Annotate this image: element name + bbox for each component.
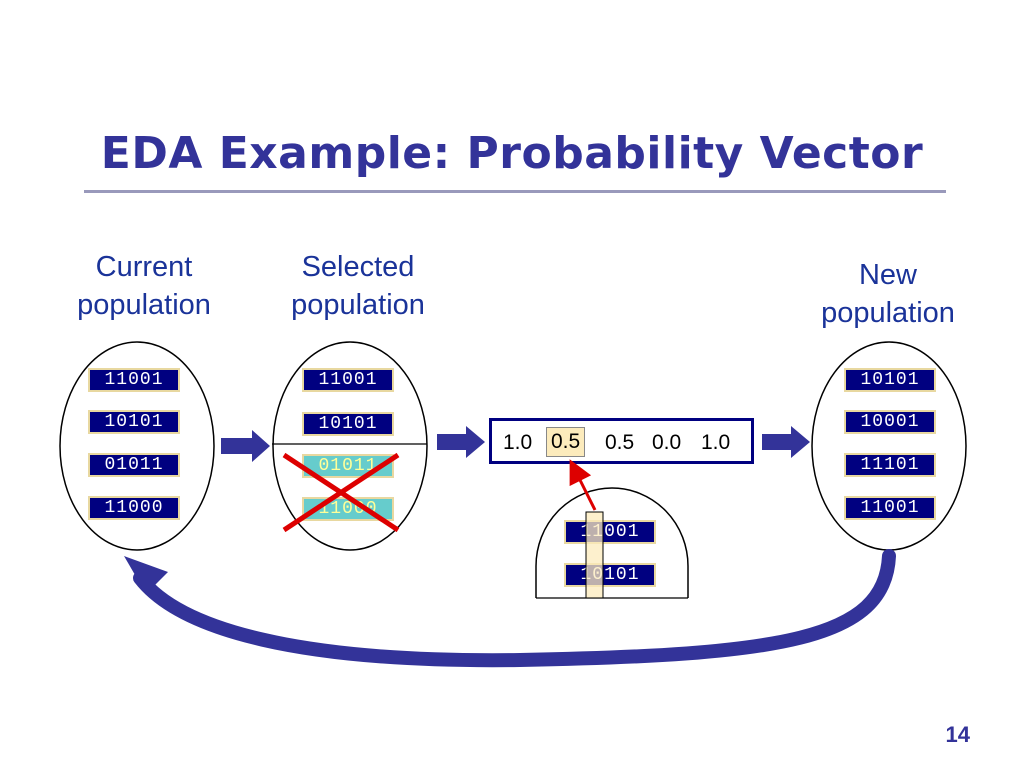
probability-value-highlighted: 0.5 bbox=[546, 427, 586, 457]
current-chromosome: 11000 bbox=[88, 496, 180, 520]
return-arrow bbox=[133, 549, 896, 668]
selected-population-label: Selected population bbox=[291, 251, 425, 321]
new-chromosome: 10001 bbox=[844, 410, 936, 434]
selected-chromosome: 11001 bbox=[302, 368, 394, 392]
current-chromosome: 10101 bbox=[88, 410, 180, 434]
column-highlight-bar bbox=[585, 511, 604, 599]
probability-value: 0.0 bbox=[652, 431, 682, 454]
new-population-label: New population bbox=[821, 259, 955, 329]
new-chromosome: 11101 bbox=[844, 453, 936, 477]
column-pointer-arrow bbox=[569, 459, 597, 511]
return-arrow-head bbox=[124, 556, 168, 594]
page-title: EDA Example: Probability Vector bbox=[100, 128, 924, 179]
current-population-label: Current population bbox=[77, 251, 211, 321]
current-chromosome: 11001 bbox=[88, 368, 180, 392]
cross-stroke bbox=[282, 452, 400, 533]
selected-chromosome: 10101 bbox=[302, 412, 394, 436]
probability-value: 1.0 bbox=[503, 431, 533, 454]
probability-vector: 1.0 0.5 0.5 0.0 1.0 bbox=[489, 418, 754, 464]
arrow-vector-to-new bbox=[762, 426, 810, 458]
new-chromosome: 11001 bbox=[844, 496, 936, 520]
title-divider bbox=[84, 190, 946, 193]
page-number: 14 bbox=[945, 722, 970, 747]
arrow-selected-to-vector bbox=[437, 426, 485, 458]
current-chromosome: 01011 bbox=[88, 453, 180, 477]
probability-value: 1.0 bbox=[701, 431, 731, 454]
new-chromosome: 10101 bbox=[844, 368, 936, 392]
probability-value: 0.5 bbox=[605, 431, 635, 454]
arrow-current-to-selected bbox=[221, 430, 270, 462]
